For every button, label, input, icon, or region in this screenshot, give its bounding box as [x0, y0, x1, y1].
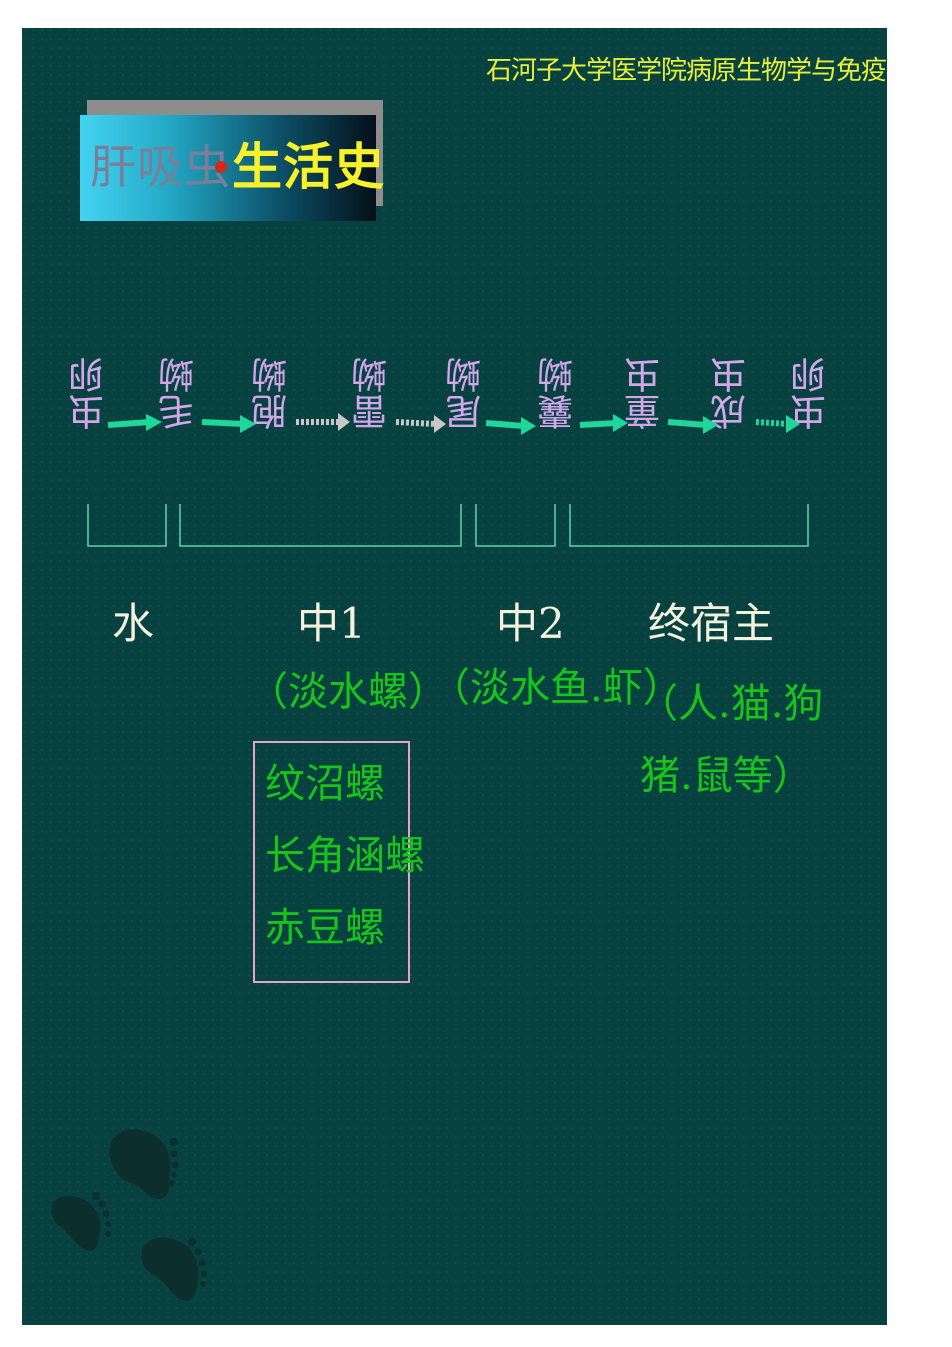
arrow-solid: [667, 416, 718, 434]
host-example-snail: （淡水螺）: [248, 669, 448, 715]
host-label-definitive: 终宿主: [648, 599, 775, 648]
snail-species-box: 纹沼螺 长角涵螺 赤豆螺: [253, 741, 425, 983]
dot-pattern-background: [22, 28, 887, 1325]
title-box: 肝吸虫 生活史: [80, 115, 384, 221]
arrow-solid: [485, 417, 536, 435]
host-brackets: [87, 504, 809, 547]
title-parasite-name: 肝吸虫: [90, 140, 231, 194]
footprints-icon: [51, 1129, 207, 1301]
bracket-second-intermediate: [475, 504, 556, 547]
arrow-dotted: [755, 415, 800, 433]
host-example-mammals-line1: （人.猫.狗: [638, 681, 824, 727]
watermark-text: 石河子大学医学院病原生物学与免疫学: [486, 56, 887, 86]
snail-species-item: 纹沼螺: [265, 761, 385, 807]
snail-species-item: 长角涵螺: [265, 833, 425, 879]
host-label-second-intermediate: 中2: [496, 599, 565, 648]
snail-species-item: 赤豆螺: [265, 905, 385, 951]
arrow-solid: [201, 415, 256, 433]
slide: 石河子大学医学院病原生物学与免疫学 肝吸虫 生活史 虫卵 毛蚴 胞蚴 雷蚴 尾蚴…: [22, 28, 887, 1325]
title-life-cycle: 生活史: [232, 137, 385, 196]
bracket-first-intermediate: [179, 504, 462, 547]
bracket-water: [87, 504, 167, 547]
host-example-fish-shrimp: （淡水鱼.虾）: [430, 665, 683, 711]
arrow-solid: [579, 414, 628, 432]
title-bullet-dot: [215, 161, 227, 173]
arrow-dotted: [296, 413, 350, 431]
arrow-dotted: [395, 415, 446, 433]
host-example-mammals-line2: 猪.鼠等）: [640, 753, 813, 799]
host-label-water: 水: [112, 599, 155, 648]
host-label-first-intermediate: 中1: [297, 599, 366, 648]
arrow-solid: [107, 414, 162, 431]
stage-arrows: [107, 413, 800, 435]
bracket-definitive-host: [569, 504, 809, 547]
